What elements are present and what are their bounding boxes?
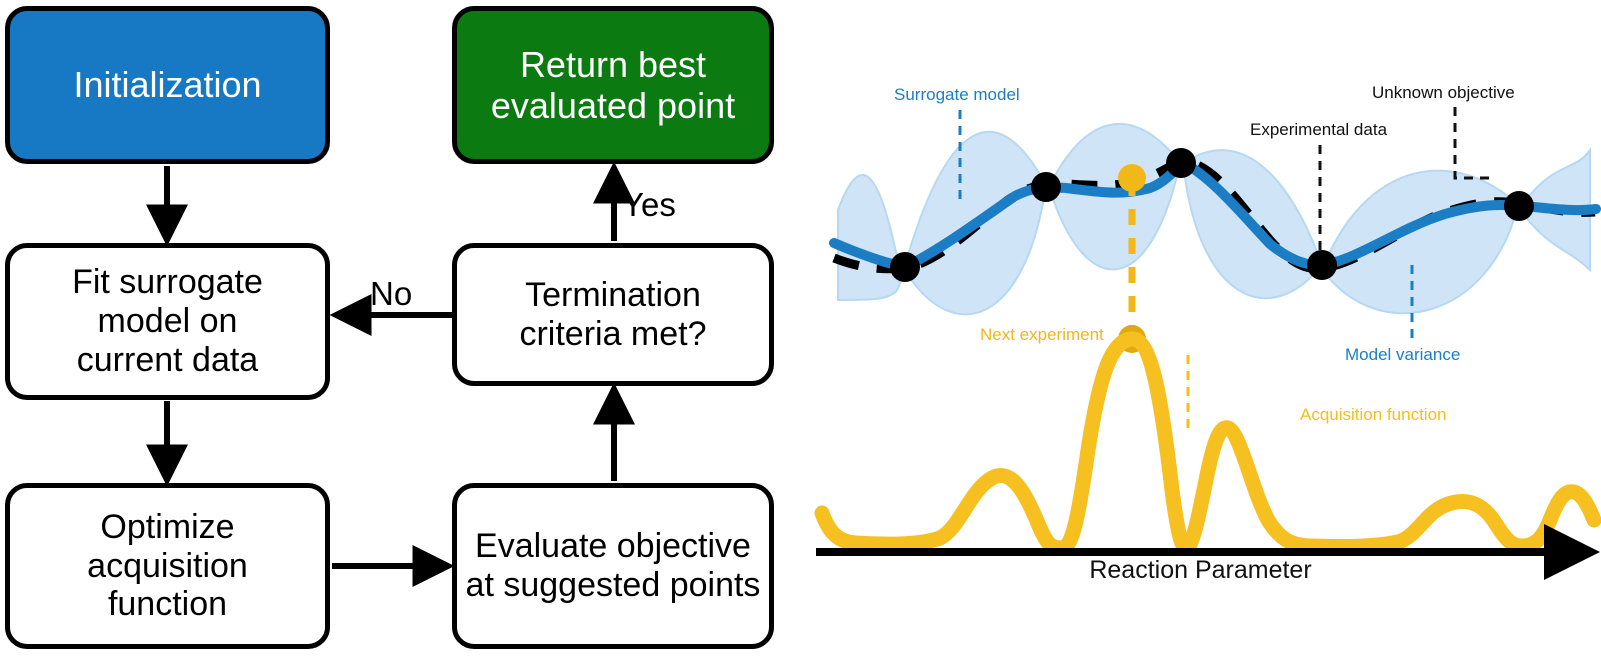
data-point [890,252,920,282]
leader-unknown-objective [1453,107,1490,180]
next-experiment-marker-top [1118,164,1146,192]
annotation-next-experiment: Next experiment [980,325,1104,344]
x-axis-label: Reaction Parameter [1089,556,1312,584]
data-point [1307,250,1337,280]
annotation-experimental-data: Experimental data [1250,120,1388,139]
annotation-unknown-objective: Unknown objective [1372,83,1515,102]
flow-node-label: Initialization [73,64,262,106]
illustration-svg [814,107,1601,580]
model-variance-band [837,122,1591,316]
edge-label-no: No [370,275,413,312]
data-point [1166,148,1196,178]
experimental-data-points [890,148,1534,282]
flowchart-arrows [146,161,635,587]
edge-label-yes: Yes [622,186,676,223]
data-point [1504,191,1534,221]
bayesian-optimization-illustration: Surrogate model Unknown objective Experi… [800,0,1601,657]
data-point [1031,172,1061,202]
acquisition-function-curve [814,331,1601,556]
annotation-acquisition-function: Acquisition function [1300,405,1447,424]
annotation-model-variance: Model variance [1345,345,1461,364]
annotation-surrogate-model: Surrogate model [894,85,1020,104]
flow-node-initialization[interactable]: Initialization [5,6,330,164]
